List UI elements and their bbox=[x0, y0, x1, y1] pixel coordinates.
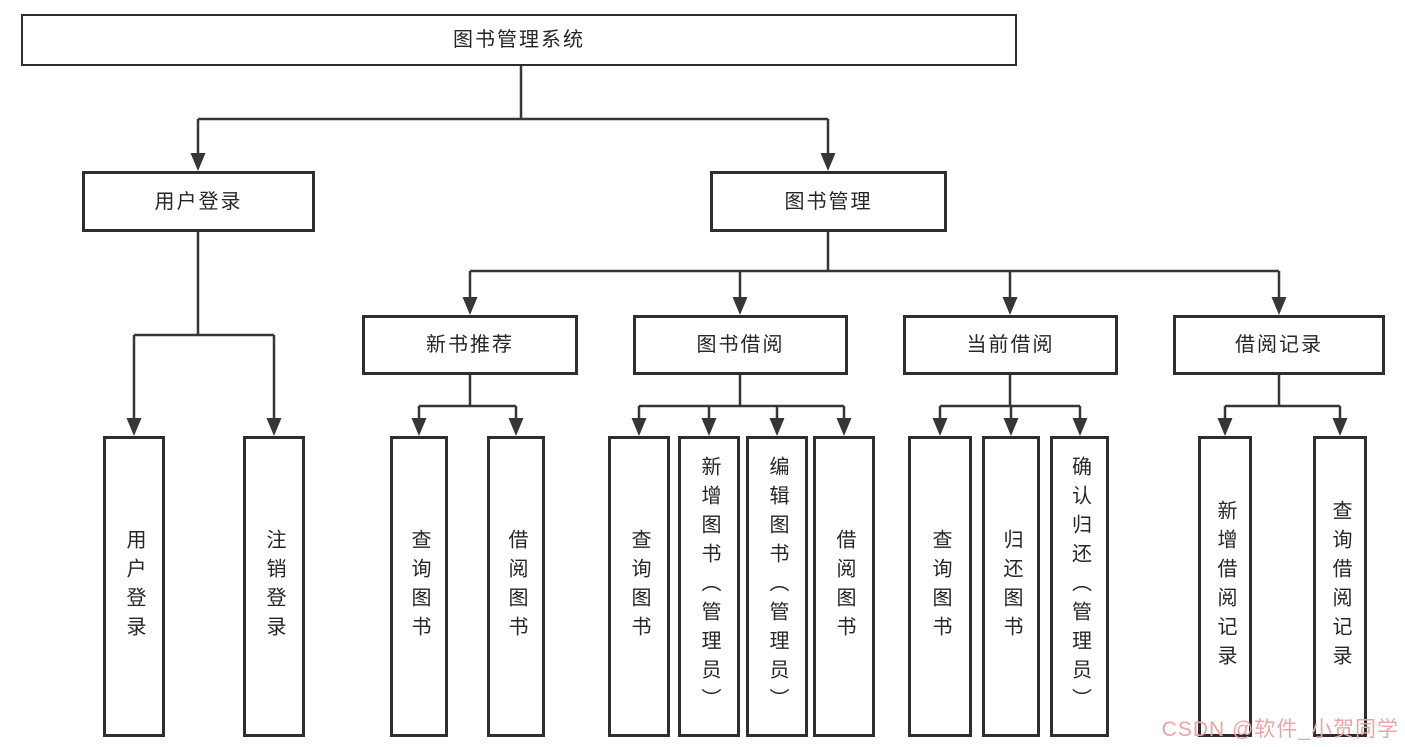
node-label: 图书借阅 bbox=[696, 334, 785, 356]
node-leaf-return-books: 归还图书 bbox=[982, 436, 1040, 737]
node-book-management: 图书管理 bbox=[710, 171, 947, 232]
arrow-down-icon bbox=[1332, 418, 1348, 436]
arrow-down-icon bbox=[508, 418, 524, 436]
connector-user-login-to-leaves bbox=[126, 232, 282, 436]
node-label: 新增图书（管理员） bbox=[698, 456, 720, 717]
node-label: 借阅记录 bbox=[1235, 334, 1323, 356]
connector-current-borrow-to-leaves bbox=[932, 375, 1088, 436]
node-leaf-borrow-books: 借阅图书 bbox=[813, 436, 875, 737]
node-label: 归还图书 bbox=[1000, 528, 1022, 645]
node-leaf-query-books: 查询图书 bbox=[608, 436, 670, 737]
arrow-down-icon bbox=[836, 418, 852, 436]
arrow-down-icon bbox=[1003, 418, 1019, 436]
node-label: 当前借阅 bbox=[966, 334, 1055, 356]
node-label: 新增借阅记录 bbox=[1214, 499, 1236, 674]
arrow-down-icon bbox=[266, 418, 282, 436]
csdn-watermark: CSDN @软件_小贺同学 bbox=[1161, 718, 1399, 741]
arrow-down-icon bbox=[1271, 297, 1287, 315]
node-label: 查询图书 bbox=[929, 528, 951, 645]
connector-borrow-records-to-leaves bbox=[1217, 375, 1348, 436]
node-label: 用户登录 bbox=[123, 528, 145, 645]
arrow-down-icon bbox=[932, 418, 948, 436]
node-leaf-query-books: 查询图书 bbox=[390, 436, 448, 737]
node-leaf-add-borrow-record: 新增借阅记录 bbox=[1198, 436, 1252, 737]
node-label: 查询图书 bbox=[628, 528, 650, 645]
node-leaf-query-borrow-record: 查询借阅记录 bbox=[1313, 436, 1367, 737]
node-leaf-add-books-admin: 新增图书（管理员） bbox=[678, 436, 740, 737]
node-leaf-logout: 注销登录 bbox=[243, 436, 305, 737]
connector-root-to-level2 bbox=[190, 66, 836, 171]
node-label: 确认归还（管理员） bbox=[1068, 456, 1091, 717]
node-label: 注销登录 bbox=[263, 528, 285, 645]
connector-new-book-to-leaves bbox=[411, 375, 524, 436]
node-current-borrow: 当前借阅 bbox=[903, 315, 1118, 375]
node-label: 新书推荐 bbox=[426, 334, 514, 356]
arrow-down-icon bbox=[1002, 297, 1018, 315]
arrow-down-icon bbox=[411, 418, 427, 436]
node-system-root: 图书管理系统 bbox=[21, 14, 1017, 66]
node-leaf-confirm-return-admin: 确认归还（管理员） bbox=[1050, 436, 1109, 737]
connector-book-mgmt-to-level3 bbox=[462, 232, 1287, 315]
node-label: 借阅图书 bbox=[505, 528, 527, 645]
node-leaf-user-login: 用户登录 bbox=[103, 436, 165, 737]
arrow-down-icon bbox=[820, 153, 836, 171]
node-label: 图书管理系统 bbox=[453, 29, 585, 51]
node-leaf-edit-books-admin: 编辑图书（管理员） bbox=[746, 436, 808, 737]
node-book-borrow: 图书借阅 bbox=[633, 315, 848, 375]
arrow-down-icon bbox=[701, 418, 717, 436]
node-leaf-borrow-books: 借阅图书 bbox=[487, 436, 545, 737]
arrow-down-icon bbox=[769, 418, 785, 436]
node-label: 编辑图书（管理员） bbox=[766, 456, 788, 717]
node-label: 查询图书 bbox=[408, 528, 430, 645]
node-label: 查询借阅记录 bbox=[1329, 499, 1351, 674]
arrow-down-icon bbox=[1217, 418, 1233, 436]
node-leaf-query-books: 查询图书 bbox=[908, 436, 972, 737]
arrow-down-icon bbox=[1072, 418, 1088, 436]
node-label: 图书管理 bbox=[784, 190, 873, 213]
arrow-down-icon bbox=[462, 297, 478, 315]
arrow-down-icon bbox=[631, 418, 647, 436]
arrow-down-icon bbox=[732, 297, 748, 315]
arrow-down-icon bbox=[190, 153, 206, 171]
node-new-book-recommend: 新书推荐 bbox=[362, 315, 578, 375]
node-label: 借阅图书 bbox=[833, 528, 855, 645]
node-label: 用户登录 bbox=[154, 190, 243, 213]
node-borrow-records: 借阅记录 bbox=[1173, 315, 1385, 375]
connector-book-borrow-to-leaves bbox=[631, 375, 852, 436]
node-user-login: 用户登录 bbox=[82, 171, 315, 232]
arrow-down-icon bbox=[126, 418, 142, 436]
